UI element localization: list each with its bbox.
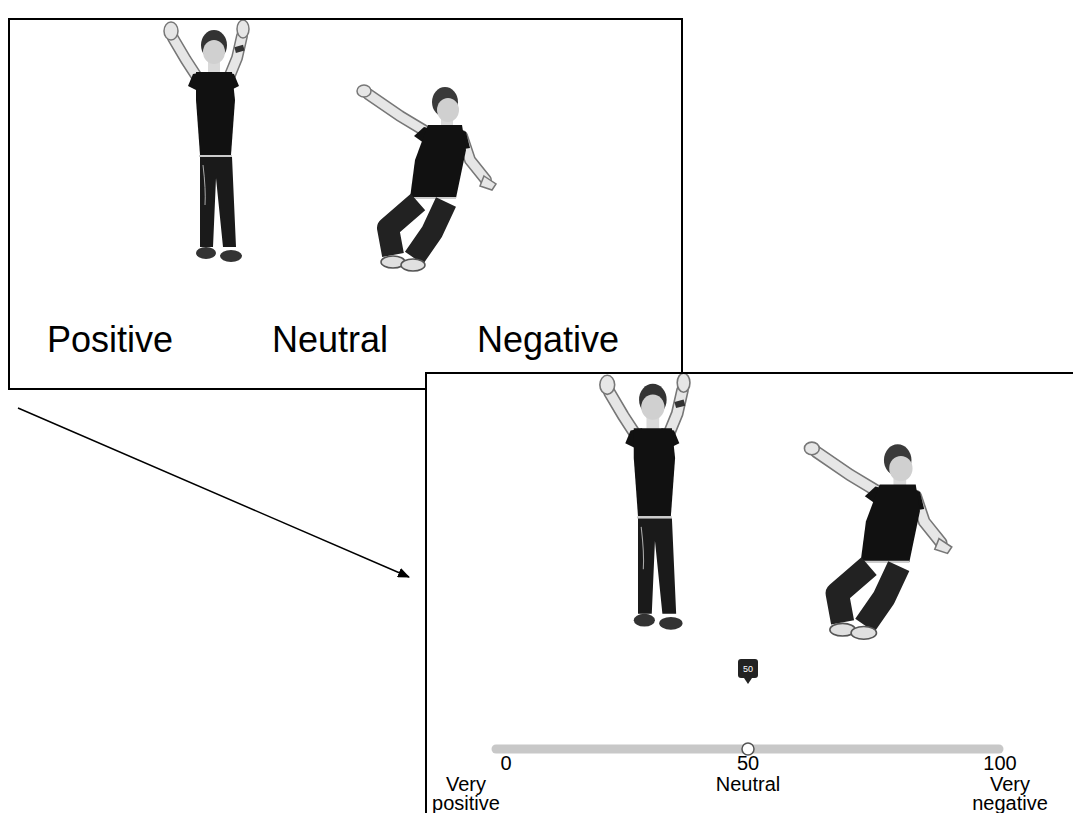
scale-label: 50 bbox=[737, 753, 759, 773]
scale-label: 100 bbox=[983, 753, 1016, 773]
scale-label: Neutral bbox=[716, 774, 780, 794]
scale-label: Very positive bbox=[418, 775, 514, 813]
rating-panel: 050100Very positiveNeutralVery negative5… bbox=[425, 372, 1073, 813]
stimulus-panel: Positive Neutral Negative bbox=[8, 18, 683, 390]
person-figures bbox=[164, 20, 496, 271]
person-figures bbox=[600, 373, 952, 639]
slider-value-tooltip: 50 bbox=[738, 659, 758, 678]
scale-label: Positive bbox=[47, 322, 173, 358]
scale-label: Very negative bbox=[962, 775, 1058, 813]
scale-label: 0 bbox=[500, 753, 511, 773]
flow-arrow bbox=[18, 408, 409, 577]
value-tooltip-text: 50 bbox=[743, 664, 753, 673]
scale-label: Neutral bbox=[272, 322, 388, 358]
scale-label: Negative bbox=[477, 322, 619, 358]
